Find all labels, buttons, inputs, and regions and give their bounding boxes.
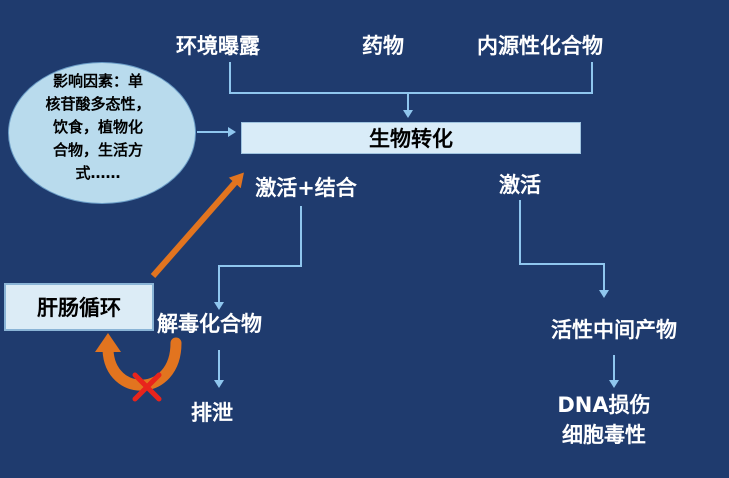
cycle-to-conjugation-arrow <box>150 172 244 278</box>
influence-factors-bubble <box>8 62 196 204</box>
detox-compounds-label: 解毒化合物 <box>157 312 262 336</box>
sources-merge-connector <box>229 62 593 118</box>
source-environmental-exposure: 环境曝露 <box>176 34 260 58</box>
cytotoxicity-label: 细胞毒性 <box>562 423 646 447</box>
activation-label: 激活 <box>499 173 541 197</box>
activation-to-intermediate-connector <box>519 200 609 298</box>
excretion-label: 排泄 <box>191 401 233 425</box>
biotransformation-box: 生物转化 <box>241 122 581 154</box>
source-drugs: 药物 <box>362 34 404 58</box>
dna-damage-label: DNA损伤 <box>557 393 651 417</box>
factors-line: 合物，生活方 <box>52 141 143 159</box>
enterohepatic-circulation-box: 肝肠循环 <box>4 283 154 331</box>
biotransformation-label: 生物转化 <box>369 127 453 151</box>
source-endogenous-compounds: 内源性化合物 <box>477 34 603 58</box>
reactive-intermediate-label: 活性中间产物 <box>551 318 677 342</box>
detox-to-cycle-arrowhead <box>95 333 121 352</box>
activation-conjugation-label: 激活+结合 <box>255 176 357 200</box>
factors-line: 影响因素：单 <box>52 72 143 90</box>
factors-line: 式…… <box>75 164 121 182</box>
conjugation-to-detox-connector <box>214 206 302 310</box>
blocked-x-icon <box>132 372 162 402</box>
influence-factors-text: 影响因素：单 核苷酸多态性， 饮食，植物化 合物，生活方 式…… <box>12 70 184 185</box>
factors-line: 饮食，植物化 <box>52 118 143 136</box>
factors-line: 核苷酸多态性， <box>45 95 151 113</box>
enterohepatic-circulation-label: 肝肠循环 <box>37 296 121 320</box>
